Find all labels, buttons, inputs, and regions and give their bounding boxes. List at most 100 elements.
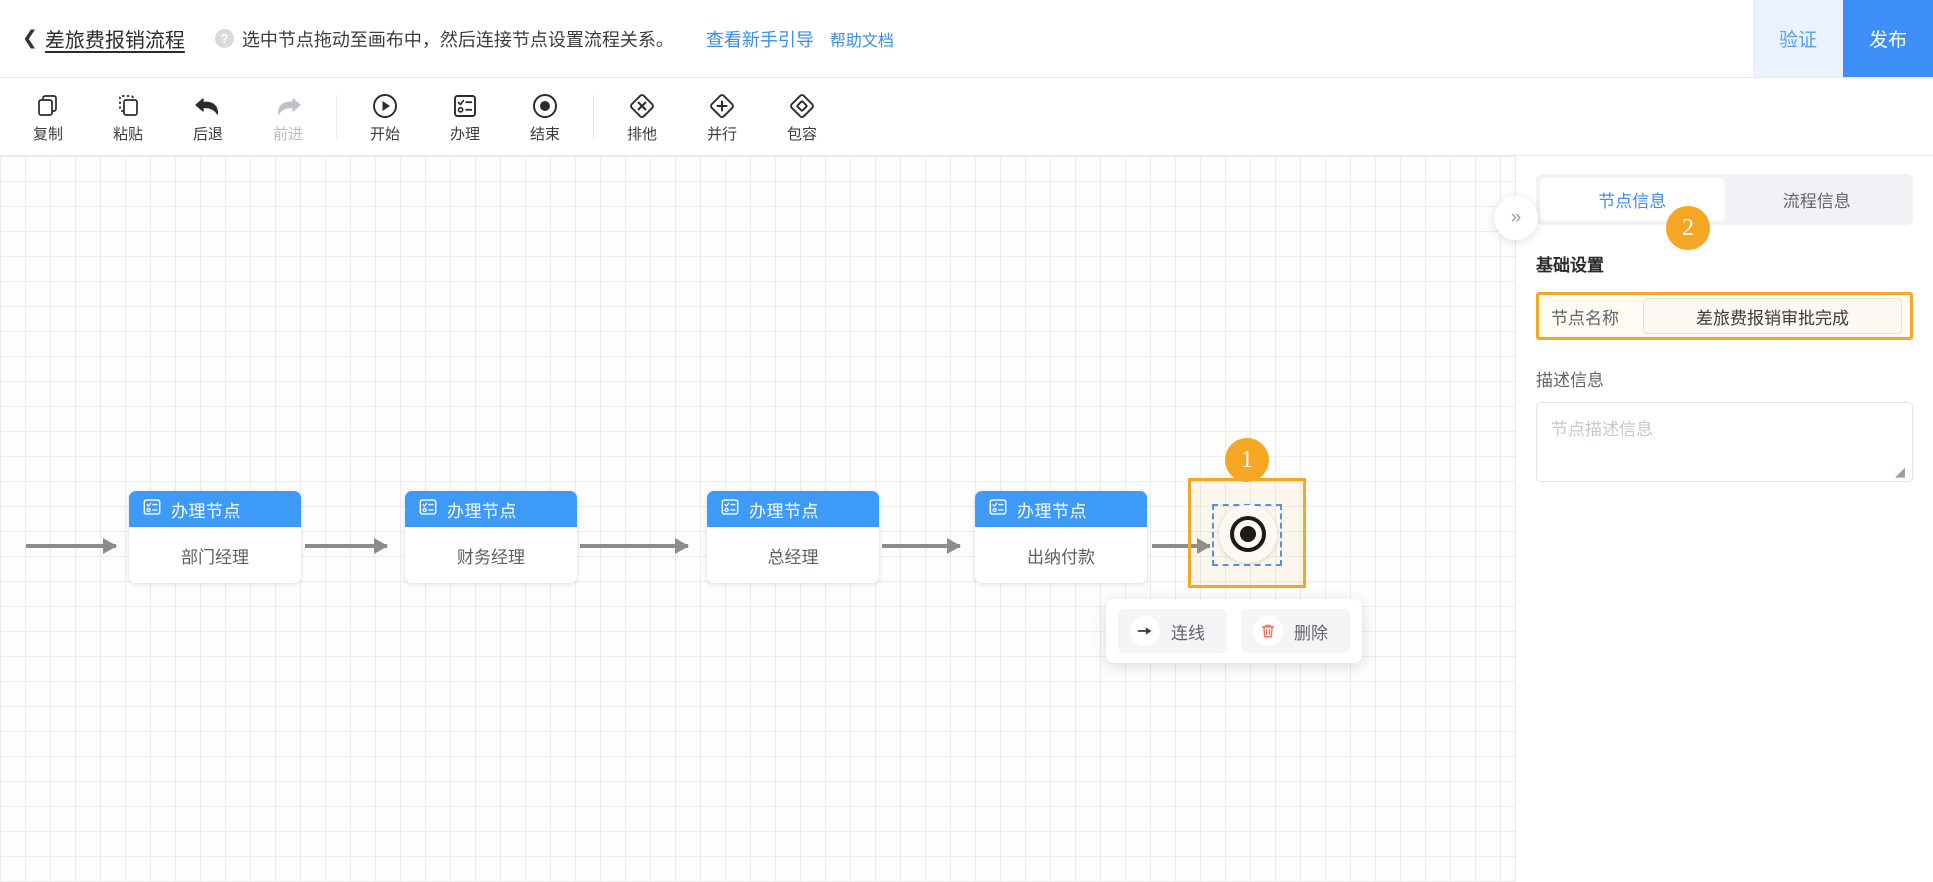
panel-collapse-button[interactable]: » bbox=[1494, 196, 1538, 240]
step-badge-label: 2 bbox=[1682, 214, 1694, 241]
publish-button[interactable]: 发布 bbox=[1843, 0, 1933, 77]
canvas-inner: 办理节点 部门经理 bbox=[0, 156, 1515, 882]
toolbar-label: 办理 bbox=[449, 126, 480, 143]
question-mark-icon: ? bbox=[214, 29, 234, 48]
connect-arrow-icon bbox=[1130, 616, 1160, 646]
guide-link[interactable]: 查看新手引导 bbox=[705, 29, 814, 50]
toolbar-item-end[interactable]: 结束 bbox=[505, 84, 585, 150]
node-body-label: 总经理 bbox=[767, 547, 819, 567]
node-header: 办理节点 bbox=[707, 491, 879, 527]
toolbar-item-paste[interactable]: 粘贴 bbox=[88, 84, 168, 150]
toolbar-label: 并行 bbox=[706, 126, 737, 143]
node-header-label: 办理节点 bbox=[447, 501, 517, 521]
page-title[interactable]: 差旅费报销流程 bbox=[44, 30, 185, 52]
doc-link[interactable]: 帮助文档 bbox=[829, 32, 894, 50]
node-header-label: 办理节点 bbox=[1017, 501, 1087, 521]
node-name-input[interactable]: 差旅费报销审批完成 bbox=[1643, 298, 1902, 334]
toolbar-item-redo[interactable]: 前进 bbox=[248, 84, 328, 150]
redo-arrow-icon bbox=[273, 91, 303, 121]
node-name-label: 节点名称 bbox=[1551, 308, 1619, 328]
node-body-label: 出纳付款 bbox=[1027, 547, 1095, 567]
flow-node-end-event[interactable] bbox=[1219, 505, 1277, 563]
toolbar-label: 包容 bbox=[786, 126, 817, 143]
description-textarea[interactable]: 节点描述信息 ◢ bbox=[1536, 402, 1913, 482]
node-header: 办理节点 bbox=[129, 491, 301, 527]
context-menu-item-delete[interactable]: 删除 bbox=[1241, 609, 1350, 653]
node-name-field-row: 节点名称 差旅费报销审批完成 bbox=[1536, 292, 1913, 340]
toolbar-item-exclusive-gateway[interactable]: 排他 bbox=[602, 84, 682, 150]
node-body-label: 部门经理 bbox=[181, 547, 249, 567]
toolbar-label: 前进 bbox=[272, 126, 303, 143]
undo-arrow-icon bbox=[193, 91, 223, 121]
editor-toolbar: 复制 粘贴 后退 bbox=[0, 78, 1933, 156]
toolbar-item-inclusive-gateway[interactable]: 包容 bbox=[762, 84, 842, 150]
flow-node-task[interactable]: 办理节点 部门经理 bbox=[129, 491, 301, 583]
validate-button[interactable]: 验证 bbox=[1753, 0, 1843, 77]
connector-arrow bbox=[305, 538, 388, 554]
tab-flow-info[interactable]: 流程信息 bbox=[1782, 192, 1851, 211]
task-node-icon bbox=[452, 91, 478, 121]
toolbar-label: 开始 bbox=[369, 126, 400, 143]
toolbar-label: 结束 bbox=[529, 126, 560, 143]
task-node-icon bbox=[720, 497, 740, 522]
connector-arrow bbox=[1152, 538, 1211, 554]
flow-node-task[interactable]: 办理节点 财务经理 bbox=[405, 491, 577, 583]
header-left: ❮ 差旅费报销流程 ? 选中节点拖动至画布中，然后连接节点设置流程关系。 查看新… bbox=[0, 24, 1753, 53]
toolbar-item-parallel-gateway[interactable]: 并行 bbox=[682, 84, 762, 150]
start-event-icon bbox=[371, 91, 399, 121]
header-actions: 验证 发布 bbox=[1753, 0, 1933, 77]
back-chevron-icon[interactable]: ❮ bbox=[22, 28, 38, 49]
flow-node-task[interactable]: 办理节点 出纳付款 bbox=[975, 491, 1147, 583]
node-header-label: 办理节点 bbox=[749, 501, 819, 521]
toolbar-label: 排他 bbox=[626, 126, 657, 143]
toolbar-item-undo[interactable]: 后退 bbox=[168, 84, 248, 150]
hint-area: ? 选中节点拖动至画布中，然后连接节点设置流程关系。 查看新手引导 帮助文档 bbox=[214, 26, 894, 52]
node-header-label: 办理节点 bbox=[171, 501, 241, 521]
resize-handle-icon[interactable]: ◢ bbox=[1895, 464, 1905, 479]
toolbar-label: 粘贴 bbox=[112, 126, 143, 143]
connector-arrow bbox=[26, 538, 117, 554]
task-node-icon bbox=[988, 497, 1008, 522]
toolbar-divider bbox=[336, 94, 337, 139]
paste-icon bbox=[115, 91, 141, 121]
properties-panel: » 节点信息 流程信息 基础设置 2 节点名称 差旅费报销审批完成 描述信息 节… bbox=[1494, 156, 1933, 882]
toolbar-item-start[interactable]: 开始 bbox=[345, 84, 425, 150]
node-body-label: 财务经理 bbox=[457, 547, 525, 567]
toolbar-item-copy[interactable]: 复制 bbox=[8, 84, 88, 150]
description-label: 描述信息 bbox=[1536, 371, 1604, 390]
inclusive-gateway-icon bbox=[787, 91, 817, 121]
toolbar-item-task[interactable]: 办理 bbox=[425, 84, 505, 150]
end-event-dot bbox=[1240, 526, 1256, 542]
step-badge-2: 2 bbox=[1666, 206, 1710, 250]
exclusive-gateway-icon bbox=[627, 91, 657, 121]
task-node-icon bbox=[142, 497, 162, 522]
end-event-icon bbox=[531, 91, 559, 121]
context-menu-item-connect[interactable]: 连线 bbox=[1118, 609, 1227, 653]
connector-arrow bbox=[882, 538, 961, 554]
double-chevron-right-icon: » bbox=[1510, 207, 1522, 228]
copy-icon bbox=[35, 91, 61, 121]
toolbar-label: 后退 bbox=[192, 126, 223, 143]
flow-canvas[interactable]: 办理节点 部门经理 bbox=[0, 156, 1515, 882]
end-event-icon bbox=[1230, 516, 1266, 552]
hint-text: 选中节点拖动至画布中，然后连接节点设置流程关系。 bbox=[241, 29, 674, 50]
connector-arrow bbox=[580, 538, 689, 554]
panel-tab-bar: 节点信息 流程信息 bbox=[1536, 174, 1913, 225]
context-menu-label: 删除 bbox=[1294, 623, 1328, 643]
task-node-icon bbox=[418, 497, 438, 522]
app-header: ❮ 差旅费报销流程 ? 选中节点拖动至画布中，然后连接节点设置流程关系。 查看新… bbox=[0, 0, 1933, 78]
node-header: 办理节点 bbox=[405, 491, 577, 527]
step-badge-label: 1 bbox=[1241, 446, 1253, 473]
context-menu-label: 连线 bbox=[1171, 623, 1205, 643]
panel-section-title: 基础设置 bbox=[1536, 256, 1604, 275]
editor-body: 办理节点 部门经理 bbox=[0, 156, 1933, 882]
node-header: 办理节点 bbox=[975, 491, 1147, 527]
description-placeholder: 节点描述信息 bbox=[1551, 420, 1653, 439]
parallel-gateway-icon bbox=[707, 91, 737, 121]
node-context-menu: 连线 删除 bbox=[1106, 599, 1362, 663]
flow-node-task[interactable]: 办理节点 总经理 bbox=[707, 491, 879, 583]
toolbar-divider bbox=[593, 94, 594, 139]
step-badge-1: 1 bbox=[1225, 438, 1269, 482]
toolbar-label: 复制 bbox=[32, 126, 63, 143]
